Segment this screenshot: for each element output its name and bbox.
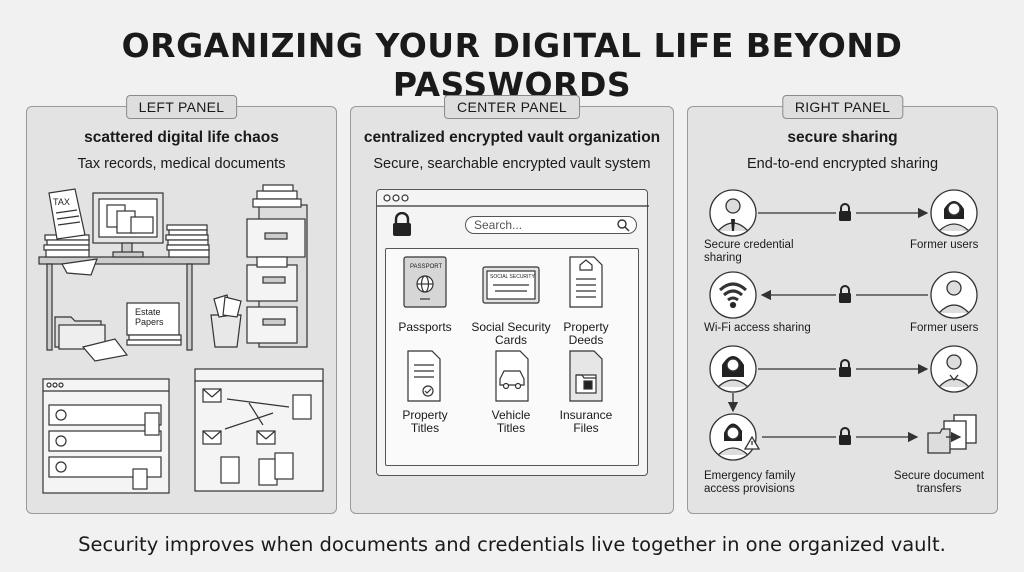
vault-item-label: Passports xyxy=(398,320,452,334)
sharing-label: Former users xyxy=(910,322,979,334)
falling-paper-icon xyxy=(61,258,98,276)
folder-icon xyxy=(54,316,106,350)
sharing-label: Former users xyxy=(910,239,979,251)
sharing-label: Wi-Fi access sharing xyxy=(704,322,811,334)
desk-icon xyxy=(38,256,210,351)
filing-cabinet-icon xyxy=(246,184,308,348)
search-input[interactable]: Search... xyxy=(465,216,637,234)
secure-sharing-flow xyxy=(709,189,978,461)
center-panel-subtitle: Secure, searchable encrypted vault syste… xyxy=(373,156,651,172)
svg-text:PASSPORT: PASSPORT xyxy=(410,264,442,270)
trash-can-icon xyxy=(210,294,242,348)
document-transfer-icon xyxy=(927,414,977,454)
svg-text:Papers: Papers xyxy=(135,317,164,327)
avatar-emergency-icon xyxy=(709,413,761,461)
svg-text:SOCIAL SECURITY: SOCIAL SECURITY xyxy=(490,274,535,280)
svg-text:Estate: Estate xyxy=(135,307,161,317)
right-panel-heading: secure sharing xyxy=(787,129,898,146)
search-icon xyxy=(617,219,630,232)
passport-icon: PASSPORT xyxy=(403,256,447,308)
insurance-file-icon xyxy=(569,350,603,402)
center-panel-tag: CENTER PANEL xyxy=(444,95,580,119)
right-panel-tag: RIGHT PANEL xyxy=(781,95,904,119)
scattered-documents-illustration: TAX Estate Papers xyxy=(38,184,324,494)
center-panel-heading: centralized encrypted vault organization xyxy=(363,129,661,146)
vehicle-title-icon xyxy=(495,350,529,402)
left-panel-heading: scattered digital life chaos xyxy=(84,129,279,146)
property-deed-icon xyxy=(569,256,603,308)
wifi-icon xyxy=(709,271,757,319)
lock-icon xyxy=(838,359,852,378)
lock-icon xyxy=(838,285,852,304)
vault-contents: PASSPORT SOCIAL SECURITY xyxy=(385,248,639,466)
avatar-man-collar-icon xyxy=(930,345,978,393)
left-panel-tag: LEFT PANEL xyxy=(125,95,238,119)
property-title-icon xyxy=(407,350,441,402)
page-title: ORGANIZING YOUR DIGITAL LIFE BEYOND PASS… xyxy=(121,26,903,104)
left-panel: LEFT PANEL scattered digital life chaos … xyxy=(26,95,337,514)
vault-window: Search... PASSPORT SOCIAL SECURITY xyxy=(376,189,649,476)
lock-icon xyxy=(838,427,852,446)
left-panel-subtitle: Tax records, medical documents xyxy=(77,156,286,172)
right-panel-subtitle: End-to-end encrypted sharing xyxy=(746,156,939,172)
paper-stack-icon xyxy=(43,224,210,258)
browser-window-left-icon xyxy=(42,378,170,494)
avatar-woman-icon xyxy=(930,189,978,237)
monitor-icon xyxy=(92,192,164,258)
social-security-card-icon: SOCIAL SECURITY xyxy=(482,266,540,304)
window-controls xyxy=(377,194,649,207)
right-panel: RIGHT PANEL secure sharing End-to-end en… xyxy=(687,95,998,514)
avatar-woman-icon xyxy=(709,345,757,393)
avatar-man-icon xyxy=(930,271,978,319)
footer-caption: Security improves when documents and cre… xyxy=(78,533,946,556)
svg-text:TAX: TAX xyxy=(53,197,70,207)
lock-icon xyxy=(838,203,852,222)
tax-document-icon: TAX xyxy=(48,188,86,240)
browser-window-right-icon xyxy=(194,368,324,492)
avatar-man-tie-icon xyxy=(709,189,757,237)
center-panel: CENTER PANEL centralized encrypted vault… xyxy=(350,95,674,514)
estate-papers-icon: Estate Papers xyxy=(81,302,182,362)
lock-icon xyxy=(393,212,411,236)
